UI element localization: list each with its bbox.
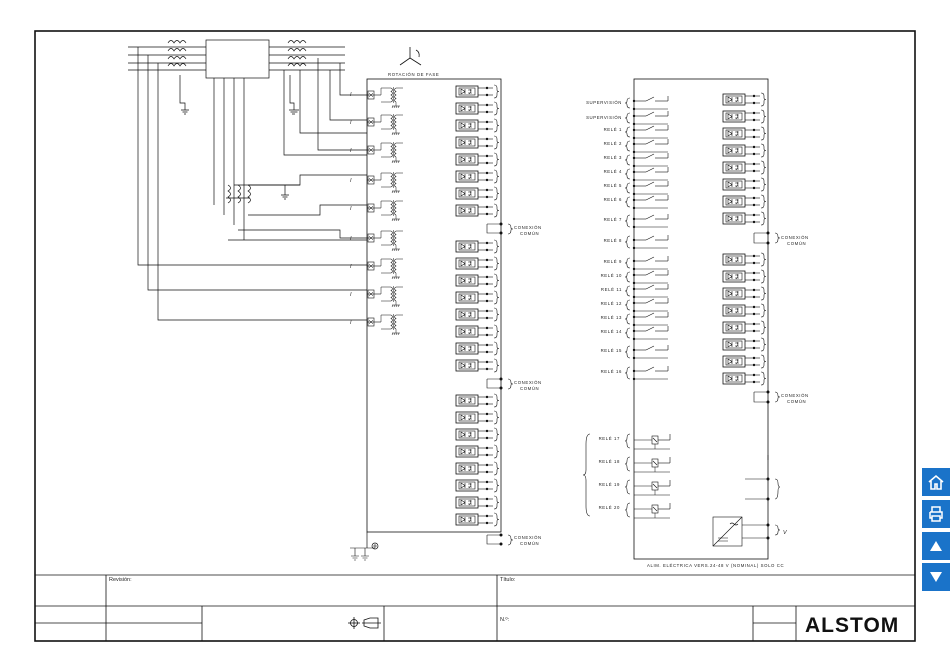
relay-label: RELÉ 7	[604, 217, 622, 222]
output-terminals	[632, 99, 636, 381]
input-symbol: I	[350, 264, 352, 270]
revision-label: Revisión:	[109, 577, 132, 583]
ct-input-9	[366, 313, 404, 336]
relay-label: RELÉ 1	[604, 127, 622, 132]
relay-label: RELÉ 11	[601, 287, 622, 292]
common-connection-label: CONEXIÓN	[514, 380, 542, 385]
triangle-up-icon	[930, 541, 942, 551]
fast-relay-label: RELÉ 20	[599, 505, 620, 510]
relay-braces	[582, 97, 631, 518]
common-connection-label: CONEXIÓN	[781, 393, 809, 398]
input-symbol: I	[350, 236, 352, 242]
relay-label: RELÉ 8	[604, 238, 622, 243]
input-symbol: I	[350, 320, 352, 326]
home-button[interactable]	[922, 468, 950, 496]
common-connection-stubs-left	[486, 222, 514, 546]
input-symbol: I	[350, 206, 352, 212]
relay-box-left	[366, 78, 502, 533]
opto-inputs-group-b	[455, 239, 500, 373]
ct-input-1	[366, 86, 404, 109]
ct-input-4	[366, 171, 404, 194]
common-connection-label: COMÚN	[787, 241, 806, 246]
relay-label: RELÉ 10	[601, 273, 622, 278]
projection-symbol-icon	[348, 617, 381, 629]
common-connection-label: COMÚN	[520, 386, 539, 391]
relay-label: RELÉ 15	[601, 348, 622, 353]
output-relay-labels: SUPERVISIÓN SUPERVISIÓN RELÉ 1 RELÉ 2 RE…	[586, 100, 622, 510]
input-symbol: I	[350, 148, 352, 154]
title-block	[35, 574, 915, 641]
sheet-border	[34, 30, 916, 642]
common-connection-label: CONEXIÓN	[514, 535, 542, 540]
number-label: N.º:	[500, 616, 510, 623]
alstom-logo: ALSTOM	[805, 614, 899, 637]
relay-label: RELÉ 5	[604, 183, 622, 188]
ct-input-6	[366, 229, 404, 252]
watchdog-label: SUPERVISIÓN	[586, 115, 622, 120]
input-symbol-labels: I I I I I I I I I	[350, 92, 352, 326]
fast-relay-label: RELÉ 19	[599, 482, 620, 487]
analog-input-channels	[366, 86, 404, 336]
relay-label: RELÉ 16	[601, 369, 622, 374]
title-label: Título:	[500, 577, 516, 583]
relay-label: RELÉ 6	[604, 197, 622, 202]
opto-inputs-group-c	[455, 393, 500, 527]
ct-input-2	[366, 113, 404, 136]
relay-label: RELÉ 2	[604, 141, 622, 146]
opto-inputs-group-d	[722, 92, 767, 226]
triangle-down-icon	[930, 572, 942, 582]
opto-inputs-group-e	[722, 252, 767, 386]
home-icon	[928, 474, 944, 490]
supply-note: ALIM. ELÉCTRICA VERS.24-48 V (NOMINAL) S…	[647, 563, 784, 568]
scroll-up-button[interactable]	[922, 532, 950, 560]
fast-relay-label: RELÉ 18	[599, 459, 620, 464]
input-symbol: I	[350, 292, 352, 298]
relay-label: RELÉ 14	[601, 329, 622, 334]
ct-input-5	[366, 199, 404, 222]
supply-symbol: V	[783, 530, 788, 536]
ct-input-3	[366, 141, 404, 164]
input-symbol: I	[350, 120, 352, 126]
common-connection-label: COMÚN	[520, 541, 539, 546]
common-connection-label: CONEXIÓN	[514, 225, 542, 230]
input-symbol: I	[350, 92, 352, 98]
relay-label: RELÉ 12	[601, 301, 622, 306]
ct-input-8	[366, 285, 404, 308]
watchdog-label: SUPERVISIÓN	[586, 100, 622, 105]
common-connection-label: COMÚN	[520, 231, 539, 236]
common-connection-label: COMÚN	[787, 399, 806, 404]
input-symbol: I	[350, 178, 352, 184]
common-connection-label: CONEXIÓN	[781, 235, 809, 240]
scroll-down-button[interactable]	[922, 563, 950, 591]
phase-rotation-label: ROTACIÓN DE FASE	[388, 72, 439, 77]
fast-relay-label: RELÉ 17	[599, 436, 620, 441]
relay-label: RELÉ 13	[601, 315, 622, 320]
relay-label: RELÉ 4	[604, 169, 622, 174]
ct-input-7	[366, 257, 404, 280]
relay-label: RELÉ 3	[604, 155, 622, 160]
phase-rotation-symbol	[399, 47, 422, 66]
printer-icon	[929, 506, 943, 522]
analog-input-section	[128, 39, 367, 321]
print-button[interactable]	[922, 500, 950, 528]
relay-box-right	[633, 78, 769, 560]
relay-label: RELÉ 9	[604, 259, 622, 264]
output-contacts	[633, 95, 671, 519]
common-connection-stubs-right	[712, 231, 781, 547]
opto-inputs-group-a	[455, 84, 500, 218]
